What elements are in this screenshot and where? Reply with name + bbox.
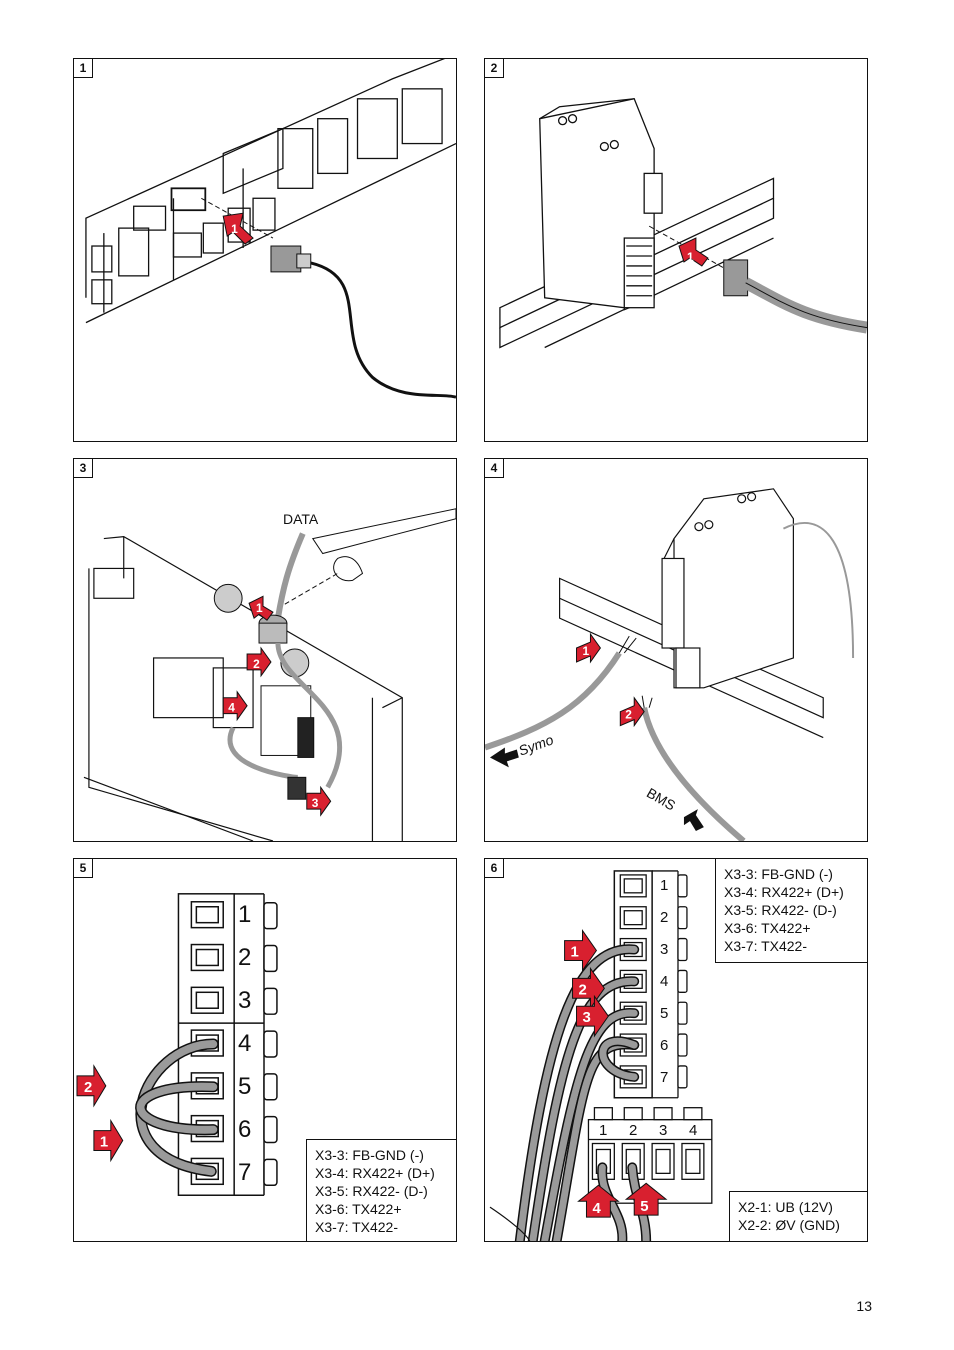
data-cable-label: DATA	[283, 511, 319, 527]
x3-pin-1: 1	[660, 877, 669, 894]
terminal-pin-7: 7	[238, 1159, 252, 1186]
symo-arrow-icon	[489, 747, 519, 768]
x3-pin-3: 3	[660, 941, 669, 958]
step-badge-1: 1	[687, 250, 694, 264]
x3-pin-4: 4	[660, 973, 669, 990]
x3-pin-6: 6	[660, 1037, 669, 1054]
step-badge-3: 3	[582, 1009, 590, 1026]
terminal-pin-6: 6	[238, 1116, 252, 1143]
terminal-x3-jumper-diagram: 2 1	[76, 893, 278, 1196]
panel-number: 3	[74, 459, 93, 478]
x2-pin-2: 2	[629, 1122, 638, 1139]
step-badge-4: 4	[228, 701, 235, 715]
x3-pin-5: 5	[660, 1005, 669, 1022]
step-badge-1: 1	[256, 601, 263, 615]
figure-panel-2: 2 1	[484, 58, 868, 442]
terminal-pin-2: 2	[238, 944, 252, 971]
pin-legend-x3: X3-3: FB-GND (-) X3-4: RX422+ (D+) X3-5:…	[306, 1139, 456, 1241]
panel-number: 1	[74, 59, 93, 78]
step-badge-2: 2	[84, 1079, 92, 1096]
figure-panel-5: 5 2 1 1 2 3 4 5 6	[73, 858, 457, 1242]
panel-number: 5	[74, 859, 93, 878]
step-badge-2: 2	[253, 657, 260, 671]
terminal-x3-x2-wiring-diagram: 1 2 3 4 5	[489, 870, 713, 1241]
terminal-pin-1: 1	[238, 901, 252, 928]
x3-pin-2: 2	[660, 909, 669, 926]
figure-panel-3: 3 DATA 1 2 4 3	[73, 458, 457, 842]
x2-pin-3: 3	[659, 1122, 668, 1139]
x2-pin-4: 4	[689, 1122, 698, 1139]
pin-legend-x2: X2-1: UB (12V) X2-2: ØV (GND)	[729, 1191, 867, 1241]
figure-panel-1: 1 1	[73, 58, 457, 442]
panel-number: 6	[485, 859, 504, 878]
terminal-pin-4: 4	[238, 1030, 252, 1057]
step-badge-5: 5	[640, 1198, 648, 1215]
pin-legend-x3: X3-3: FB-GND (-) X3-4: RX422+ (D+) X3-5:…	[715, 859, 867, 963]
step-badge-1: 1	[100, 1133, 108, 1150]
cable-gland-illustration: 1 2 4 3	[83, 508, 456, 841]
step-badge-3: 3	[312, 796, 319, 810]
step-badge-2: 2	[625, 708, 632, 722]
module-rail-illustration: 1	[499, 98, 867, 349]
step-badge-1: 1	[571, 943, 579, 960]
figure-panel-6: 6	[484, 858, 868, 1242]
x3-pin-7: 7	[660, 1069, 669, 1086]
step-badge-2: 2	[579, 981, 587, 998]
terminal-pin-5: 5	[238, 1073, 252, 1100]
panel-number: 2	[485, 59, 504, 78]
page-number: 13	[856, 1298, 872, 1314]
terminal-pin-3: 3	[238, 987, 252, 1014]
connector-illustration: 1	[85, 59, 456, 399]
step-badge-1: 1	[231, 222, 238, 236]
bms-arrow-icon	[683, 809, 704, 832]
panel-number: 4	[485, 459, 504, 478]
module-wiring-illustration: 1 2	[485, 488, 855, 841]
x2-pin-1: 1	[599, 1122, 608, 1139]
step-badge-1: 1	[582, 644, 589, 658]
step-badge-4: 4	[592, 1200, 601, 1217]
figure-panel-4: 4 Symo BMS 1 2	[484, 458, 868, 842]
